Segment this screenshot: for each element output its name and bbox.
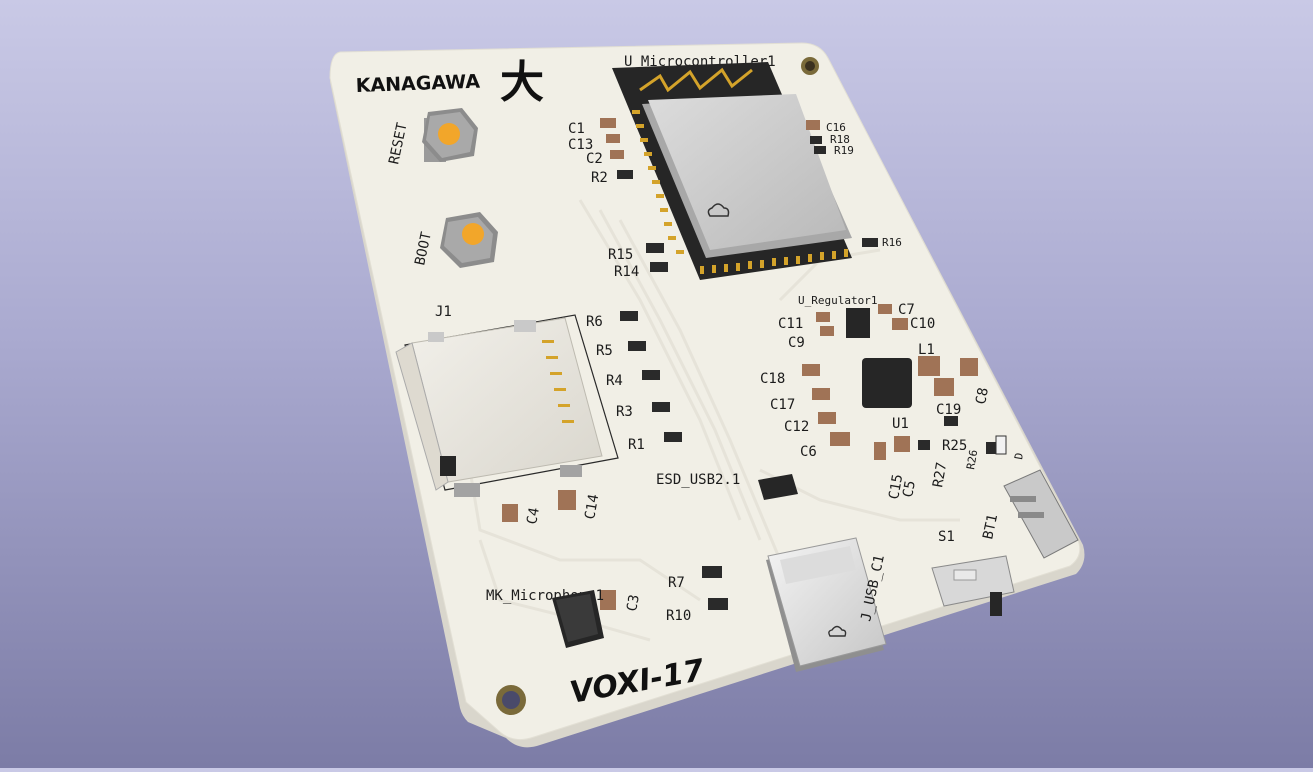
label-R18: R18 bbox=[830, 133, 850, 146]
esp32-module bbox=[612, 62, 852, 280]
power-switch[interactable] bbox=[931, 555, 1015, 616]
label-C4: C4 bbox=[524, 506, 543, 525]
resistor-column bbox=[620, 311, 682, 442]
label-C5: C5 bbox=[900, 479, 919, 498]
usb-c-connector bbox=[766, 537, 887, 672]
label-R5: R5 bbox=[596, 343, 613, 359]
label-C6: C6 bbox=[800, 444, 817, 460]
label-R27: R27 bbox=[930, 461, 950, 489]
logo-brand: KANAGAWA bbox=[355, 71, 480, 97]
label-esd: ESD_USB2.1 bbox=[656, 472, 740, 488]
label-D: D bbox=[1012, 452, 1026, 461]
label-R26: R26 bbox=[964, 449, 980, 471]
label-C18: C18 bbox=[760, 371, 785, 387]
label-S1: S1 bbox=[938, 529, 955, 545]
label-R15: R15 bbox=[608, 247, 633, 263]
label-C9: C9 bbox=[788, 335, 805, 351]
kanagawa-logo: KANAGAWA 大 bbox=[355, 57, 544, 108]
label-C15: C15 bbox=[886, 473, 906, 501]
label-C13: C13 bbox=[568, 137, 593, 153]
battery-connector bbox=[1003, 469, 1079, 559]
label-R7: R7 bbox=[668, 575, 685, 591]
regulator-area bbox=[802, 304, 1007, 460]
label-BT1: BT1 bbox=[980, 513, 1001, 541]
microphone bbox=[552, 590, 604, 648]
label-C1: C1 bbox=[568, 121, 585, 137]
label-R3: R3 bbox=[616, 404, 633, 420]
label-C2: C2 bbox=[586, 151, 603, 167]
label-C16: C16 bbox=[826, 121, 846, 134]
label-C8: C8 bbox=[973, 386, 992, 405]
label-R6: R6 bbox=[586, 314, 603, 330]
label-C7: C7 bbox=[898, 302, 915, 318]
label-R1: R1 bbox=[628, 437, 645, 453]
logo-kanji: 大 bbox=[500, 57, 544, 108]
label-C3: C3 bbox=[624, 593, 643, 612]
label-C14: C14 bbox=[582, 493, 602, 521]
label-J1: J1 bbox=[435, 304, 452, 320]
label-R14: R14 bbox=[614, 264, 639, 280]
esd-chip bbox=[758, 474, 798, 500]
components-upper-left bbox=[600, 118, 878, 272]
sd-card-slot bbox=[395, 314, 619, 497]
reset-button[interactable] bbox=[422, 108, 478, 162]
label-regulator: U_Regulator1 bbox=[798, 294, 877, 307]
label-U1: U1 bbox=[892, 416, 909, 432]
usb-resistors bbox=[702, 566, 728, 610]
lower-caps bbox=[502, 490, 616, 610]
label-R25: R25 bbox=[942, 438, 967, 454]
mounting-holes bbox=[496, 57, 819, 715]
label-R19: R19 bbox=[834, 144, 854, 157]
label-R10: R10 bbox=[666, 608, 691, 624]
label-C12: C12 bbox=[784, 419, 809, 435]
label-L1: L1 bbox=[918, 342, 935, 358]
boot-label: BOOT bbox=[412, 230, 435, 267]
label-R4: R4 bbox=[606, 373, 623, 389]
label-C11: C11 bbox=[778, 316, 803, 332]
label-C10: C10 bbox=[910, 316, 935, 332]
label-R16: R16 bbox=[882, 236, 902, 249]
label-C19: C19 bbox=[936, 402, 961, 418]
label-R2: R2 bbox=[591, 170, 608, 186]
mcu-pins bbox=[632, 110, 848, 274]
pcb-board bbox=[329, 42, 1085, 748]
label-C17: C17 bbox=[770, 397, 795, 413]
boot-button[interactable] bbox=[440, 212, 498, 268]
